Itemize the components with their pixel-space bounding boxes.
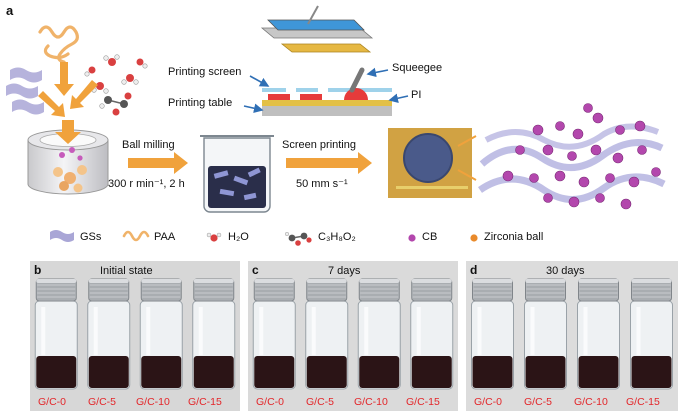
legend-gss-label: GSs bbox=[80, 231, 102, 243]
ball-milling-label: Ball milling bbox=[122, 139, 175, 151]
ball-milling-conditions: 300 r min⁻¹, 2 h bbox=[108, 178, 185, 190]
legend-icons bbox=[50, 230, 478, 246]
beaker bbox=[200, 135, 274, 213]
screen-printing-arrow bbox=[286, 152, 372, 174]
vial bbox=[471, 278, 514, 390]
vial-row-b bbox=[34, 278, 236, 390]
vial-row-c bbox=[252, 278, 454, 390]
legend-c3h8o2-label: C₃H₈O₂ bbox=[318, 231, 356, 243]
screen-printing-conditions: 50 mm s⁻¹ bbox=[296, 178, 348, 190]
screen-printer-side bbox=[262, 67, 392, 116]
screen-printing-label: Screen printing bbox=[282, 139, 356, 151]
squeegee-label: Squeegee bbox=[392, 62, 443, 74]
feed-arrows bbox=[38, 62, 98, 117]
panel-letter-c: c bbox=[252, 263, 259, 277]
printer-pointers bbox=[243, 67, 409, 113]
vial-label: G/C-15 bbox=[626, 396, 660, 408]
printing-table-label: Printing table bbox=[168, 97, 233, 109]
vial-label: G/C-10 bbox=[354, 396, 388, 408]
vial-label: G/C-5 bbox=[306, 396, 335, 408]
vial-label: G/C-10 bbox=[574, 396, 608, 408]
legend-paa-icon bbox=[122, 230, 150, 242]
graphene-sheets-icon bbox=[6, 67, 44, 115]
paa-polymer-icon bbox=[38, 25, 79, 64]
printing-screen-label: Printing screen bbox=[168, 66, 242, 78]
vial bbox=[630, 278, 673, 390]
vial-label: G/C-0 bbox=[474, 396, 503, 408]
photo-panel-d: d 30 days G/C-0 G/C-5 G/C-10 G/C-15 bbox=[466, 261, 678, 411]
pi-label: PI bbox=[411, 89, 422, 101]
vial-label: G/C-15 bbox=[406, 396, 440, 408]
composite-structure bbox=[478, 103, 666, 210]
panel-a-diagram bbox=[6, 5, 666, 246]
vial-label: G/C-0 bbox=[38, 396, 67, 408]
legend-zirconia-icon bbox=[470, 234, 478, 242]
molecule-cluster-icon bbox=[84, 54, 148, 116]
legend-zirconia-label: Zirconia ball bbox=[484, 231, 544, 243]
photo-panel-c: c 7 days G/C-0 G/C-5 G/C-10 G/C-15 bbox=[248, 261, 458, 411]
legend-h2o-icon bbox=[206, 232, 222, 242]
legend-cb-icon bbox=[408, 234, 416, 242]
vial-label: G/C-0 bbox=[256, 396, 285, 408]
screen-printer-exploded bbox=[260, 5, 374, 53]
vial-label: G/C-5 bbox=[524, 396, 553, 408]
legend-paa-label: PAA bbox=[154, 231, 176, 243]
vial bbox=[524, 278, 567, 390]
zoom-lines bbox=[457, 135, 477, 181]
vial-label: G/C-15 bbox=[188, 396, 222, 408]
vial bbox=[410, 278, 454, 390]
vial bbox=[34, 278, 78, 390]
panel-letter-a: a bbox=[6, 3, 14, 18]
panel-letter-b: b bbox=[34, 263, 42, 277]
ball-mill-jar bbox=[27, 120, 109, 195]
vial-label: G/C-5 bbox=[88, 396, 117, 408]
legend-cb-label: CB bbox=[422, 231, 438, 243]
vial bbox=[305, 278, 349, 390]
legend-h2o-label: H₂O bbox=[228, 231, 249, 243]
printed-sample-photo bbox=[388, 128, 472, 198]
vial bbox=[357, 278, 401, 390]
photo-panel-b: b Initial state G/C-0 G/C-5 G/C-10 G/C-1… bbox=[30, 261, 240, 411]
legend-c3h8o2-icon bbox=[284, 231, 312, 246]
vial bbox=[139, 278, 183, 390]
vial-row-d bbox=[471, 278, 673, 390]
vial bbox=[192, 278, 236, 390]
ball-milling-arrow bbox=[128, 152, 188, 174]
photo-title-d: 30 days bbox=[546, 265, 585, 277]
photo-title-c: 7 days bbox=[328, 265, 361, 277]
vial bbox=[87, 278, 131, 390]
vial bbox=[577, 278, 620, 390]
panel-letter-d: d bbox=[470, 263, 478, 277]
vial bbox=[252, 278, 296, 390]
legend-gss-icon bbox=[50, 230, 74, 242]
photo-title-b: Initial state bbox=[100, 265, 153, 277]
vial-label: G/C-10 bbox=[136, 396, 170, 408]
